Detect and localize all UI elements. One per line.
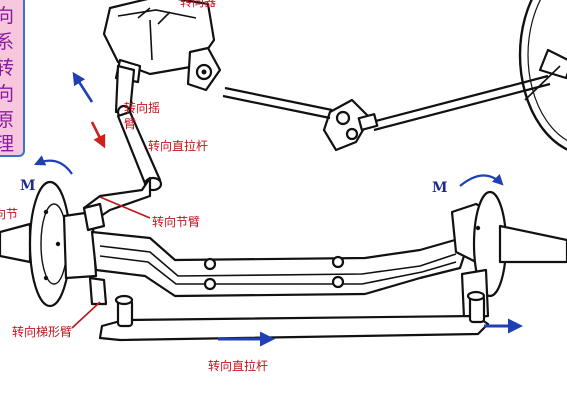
intermediate-shaft (222, 86, 333, 120)
drag-link-down-arrow-icon (90, 121, 106, 149)
side-title-panel: 向 系 转 向 原 理 (0, 0, 25, 157)
drag-link-up-arrow-icon (72, 71, 94, 103)
tie-rod-label: 转向直拉杆 (208, 358, 268, 373)
steering-arm-label-line2: 臂 (124, 117, 136, 131)
steering-wheel-hub (538, 48, 567, 80)
right-moment-label: M (432, 180, 448, 196)
steering-gear-box (102, 0, 222, 92)
side-char-1: 向 (0, 5, 14, 27)
side-char-5: 原 (0, 109, 14, 131)
side-char-3: 转 (0, 57, 14, 79)
front-axle-beam (90, 230, 468, 298)
motion-arrows (33, 71, 523, 347)
knuckle-label: 向节 (0, 206, 18, 221)
steering-gear-label: 转向器 (180, 0, 216, 9)
drag-link-label: 转向直拉杆 (148, 138, 208, 153)
tie-rod (98, 290, 490, 342)
left-moment-label: M (20, 178, 36, 194)
side-char-2: 系 (0, 31, 14, 53)
left-moment-curved-arrow-icon (33, 155, 73, 175)
right-moment-curved-arrow-icon (459, 173, 504, 187)
side-panel-background (0, 0, 25, 157)
side-char-4: 向 (0, 83, 14, 105)
knuckle-arm-label: 转向节臂 (152, 214, 200, 229)
pitman-arm (114, 64, 136, 120)
leader-lines (71, 196, 151, 329)
trapezoid-arm-label: 转向梯形臂 (12, 324, 72, 339)
side-char-6: 理 (0, 133, 14, 155)
left-hub (0, 180, 108, 308)
right-hub (450, 190, 567, 320)
universal-joint (322, 98, 379, 152)
steering-wheel (518, 0, 567, 151)
labels: 转向器 转向摇 臂 转向直拉杆 向节 转向节臂 转向梯形臂 转向直拉杆 M M (0, 0, 448, 373)
steering-column (371, 74, 551, 132)
steering-arm-label-line1: 转向摇 (124, 100, 160, 115)
